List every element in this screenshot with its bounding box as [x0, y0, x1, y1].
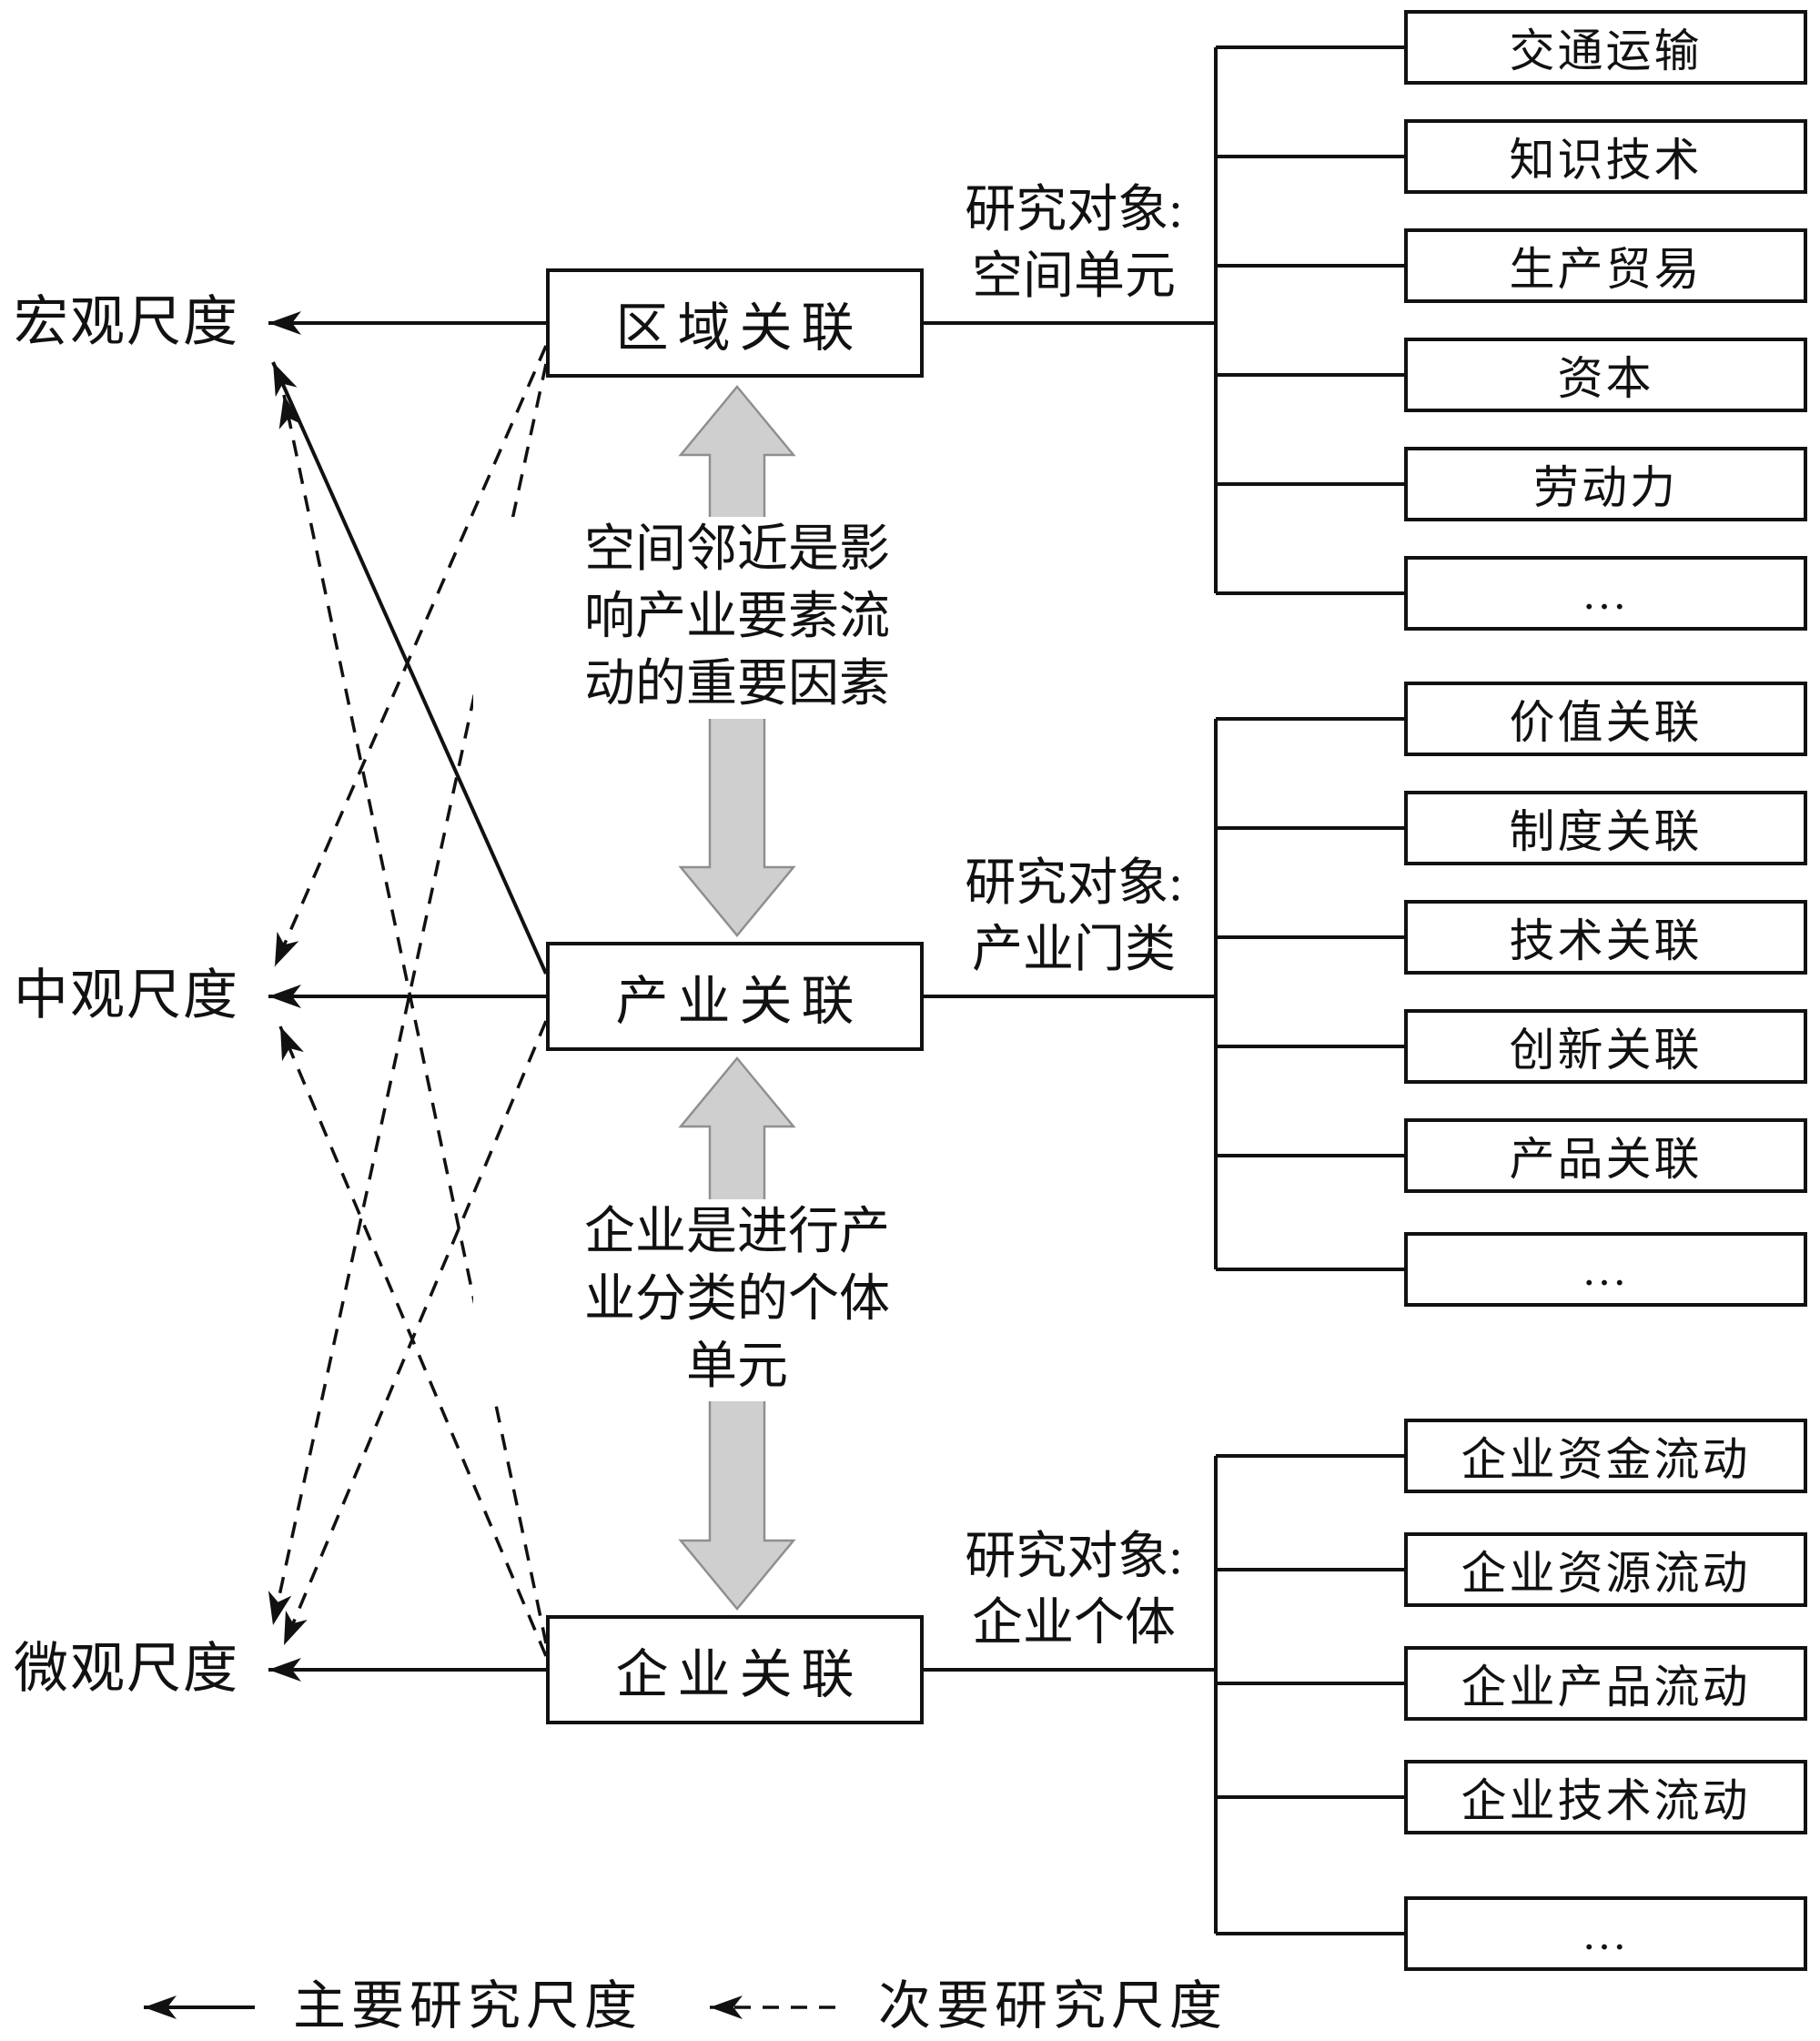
item-box-enterprise-product-flow: 企业产品流动 [1404, 1646, 1807, 1721]
item-box-enterprise-technology-flow: 企业技术流动 [1404, 1760, 1807, 1834]
item-box-knowledge-technology: 知识技术 [1404, 119, 1807, 194]
group1-connectors [924, 45, 1404, 595]
node-regional-linkage: 区域关联 [546, 268, 924, 378]
object-label-line: 研究对象: [965, 1529, 1183, 1585]
item-box-value-linkage: 价值关联 [1404, 682, 1807, 756]
research-object-label-industry-category: 研究对象: 产业门类 [933, 851, 1215, 984]
object-label-line: 空间单元 [972, 248, 1176, 305]
item-box-product-linkage: 产品关联 [1404, 1118, 1807, 1193]
object-label-line: 研究对象: [965, 182, 1183, 238]
note-line: 动的重要因素 [584, 655, 890, 712]
node-industrial-linkage: 产业关联 [546, 942, 924, 1051]
research-object-label-enterprise-individual: 研究对象: 企业个体 [933, 1524, 1215, 1657]
note-line: 空间邻近是影 [584, 521, 890, 578]
note-line: 业分类的个体 [584, 1270, 890, 1328]
item-box-innovation-linkage: 创新关联 [1404, 1009, 1807, 1084]
arrow-note-enterprise-unit: 企业是进行产 业分类的个体 单元 [473, 1199, 1001, 1401]
item-box-transport: 交通运输 [1404, 10, 1807, 85]
secondary-scale-arrows [268, 345, 548, 1657]
scale-label-meso: 中观尺度 [14, 965, 239, 1026]
scale-label-macro: 宏观尺度 [14, 292, 239, 352]
item-box-labor: 劳动力 [1404, 447, 1807, 521]
item-box-ellipsis-industry: … [1404, 1232, 1807, 1307]
item-box-institution-linkage: 制度关联 [1404, 791, 1807, 865]
item-box-ellipsis-spatial: … [1404, 556, 1807, 631]
object-label-line: 企业个体 [972, 1594, 1176, 1652]
object-label-line: 产业门类 [972, 921, 1176, 978]
scale-label-micro: 微观尺度 [14, 1639, 239, 1699]
group3-connectors [924, 1454, 1404, 1935]
legend-primary-label: 主要研究尺度 [293, 1976, 643, 2036]
item-box-enterprise-resource-flow: 企业资源流动 [1404, 1532, 1807, 1607]
note-line: 企业是进行产 [584, 1204, 890, 1260]
group2-connectors [924, 717, 1404, 1271]
item-box-technology-linkage: 技术关联 [1404, 900, 1807, 975]
item-box-enterprise-capital-flow: 企业资金流动 [1404, 1419, 1807, 1493]
item-box-production-trade: 生产贸易 [1404, 228, 1807, 303]
note-line: 响产业要素流 [584, 588, 890, 645]
arrow-note-spatial-proximity: 空间邻近是影 响产业要素流 动的重要因素 [473, 517, 1001, 719]
item-box-capital: 资本 [1404, 338, 1807, 412]
object-label-line: 研究对象: [965, 855, 1183, 912]
node-enterprise-linkage: 企业关联 [546, 1615, 924, 1724]
item-box-ellipsis-enterprise: … [1404, 1896, 1807, 1971]
legend-secondary-label: 次要研究尺度 [878, 1976, 1228, 2036]
note-line: 单元 [686, 1338, 788, 1395]
primary-scale-arrows [268, 311, 548, 1682]
research-object-label-spatial-unit: 研究对象: 空间单元 [933, 177, 1215, 310]
